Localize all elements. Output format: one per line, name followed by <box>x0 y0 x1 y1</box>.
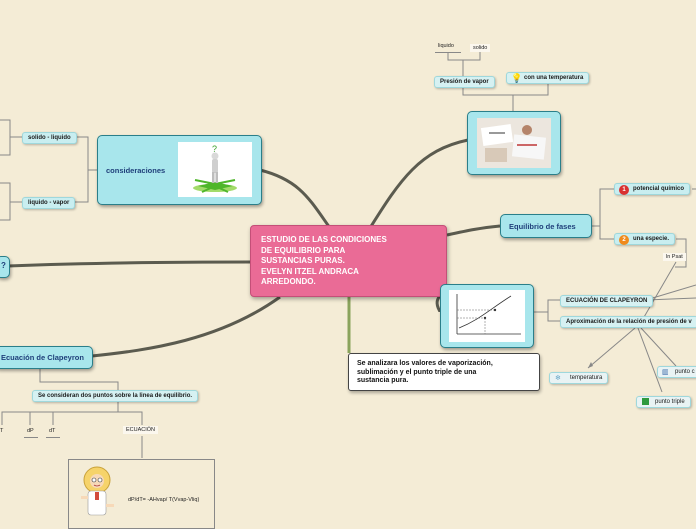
note-line: sustancia pura. <box>357 377 409 384</box>
aproximacion-node[interactable]: Aproximación de la relación de presión d… <box>560 316 696 328</box>
analysis-note[interactable]: Se analizara los valores de vaporización… <box>348 353 540 391</box>
ecuacion-label[interactable]: ECUACIÓN <box>123 426 159 434</box>
bar-chart-icon: ▥ <box>662 369 669 376</box>
note-line: Se analizara los valores de vaporización… <box>357 360 493 367</box>
phase-diagram-node[interactable] <box>440 284 534 348</box>
potencial-quimico-label: potencial químico <box>633 186 685 192</box>
una-especie-label: una especie. <box>633 236 670 242</box>
solido-label[interactable]: solido <box>470 44 491 52</box>
presion-vapor-node[interactable]: Presión de vapor <box>434 76 495 88</box>
potencial-quimico-node[interactable]: 1 potencial químico <box>614 183 691 195</box>
liquido-underline <box>435 52 461 53</box>
punto-triple-node[interactable]: punto triple <box>636 396 691 408</box>
t-label[interactable]: T <box>0 428 4 434</box>
central-title-line: DE EQUILIBRIO PARA <box>261 245 346 255</box>
photo-node[interactable] <box>467 111 561 175</box>
lightbulb-icon: 💡 <box>511 73 523 83</box>
temperatura-node[interactable]: 💡 con una temperatura <box>506 72 590 84</box>
number-two-badge: 2 <box>619 235 629 245</box>
consideraciones-node[interactable]: consideraciones ? <box>97 135 262 205</box>
ln-psat-label[interactable]: ln Psat <box>663 253 686 261</box>
phase-diagram-image <box>449 290 525 342</box>
ecuacion-clapeyron-left-title: Ecuación de Clapeyron <box>1 353 84 362</box>
equilibrio-fases-title: Equilibrio de fases <box>509 222 576 231</box>
punto-critico-label: punto c <box>675 369 695 375</box>
svg-text:?: ? <box>212 144 217 154</box>
central-author-line: ARREDONDO. <box>261 277 316 286</box>
punto-triple-label: punto triple <box>655 399 685 405</box>
consideraciones-title: consideraciones <box>106 166 166 175</box>
liquido-label[interactable]: liquido <box>438 43 454 49</box>
central-title-line: SUSTANCIAS PURAS. <box>261 256 345 265</box>
central-author-line: EVELYN ITZEL ANDRACA <box>261 266 359 276</box>
central-topic[interactable]: ESTUDIO DE LAS CONDICIONES DE EQUILIBRIO… <box>250 225 447 297</box>
liquido-vapor-node[interactable]: liquido - vapor <box>22 197 76 209</box>
scientist-image <box>75 464 119 522</box>
snowflake-icon: ❄ <box>555 375 561 382</box>
temperatura-label: con una temperatura <box>524 75 584 81</box>
solido-liquido-node[interactable]: solido - liquido <box>22 132 77 144</box>
dp-underline <box>24 437 38 438</box>
dt-underline <box>46 437 60 438</box>
central-title-line: ESTUDIO DE LAS CONDICIONES <box>261 235 387 244</box>
formula-text: dP/dT= -AHvap/ T(Vvap-Vliq) <box>128 497 200 503</box>
person-figure-image: ? <box>178 142 252 197</box>
offscreen-node[interactable]: ? <box>0 256 10 278</box>
equilibrio-fases-node[interactable]: Equilibrio de fases <box>500 214 592 238</box>
desk-photo-image <box>477 118 551 168</box>
note-line: sublimación y el punto triple de una <box>357 368 477 376</box>
temperatura-sub-label: temperatura <box>570 375 603 381</box>
ecuacion-clapeyron-node[interactable]: ECUACIÓN DE CLAPEYRON <box>560 295 654 307</box>
dt-label[interactable]: dT <box>49 428 56 434</box>
temperatura-sub-node[interactable]: ❄ temperatura <box>549 372 609 384</box>
formula-node[interactable]: dP/dT= -AHvap/ T(Vvap-Vliq) <box>68 459 215 529</box>
number-one-badge: 1 <box>619 185 629 195</box>
dp-label[interactable]: dP <box>27 428 34 434</box>
una-especie-node[interactable]: 2 una especie. <box>614 233 676 245</box>
book-icon <box>642 398 649 405</box>
ecuacion-clapeyron-left-node[interactable]: Ecuación de Clapeyron <box>0 346 93 369</box>
offscreen-node-glyph: ? <box>1 261 6 270</box>
punto-critico-node[interactable]: ▥ punto c <box>657 366 696 378</box>
dos-puntos-node[interactable]: Se consideran dos puntos sobre la linea … <box>32 390 199 402</box>
